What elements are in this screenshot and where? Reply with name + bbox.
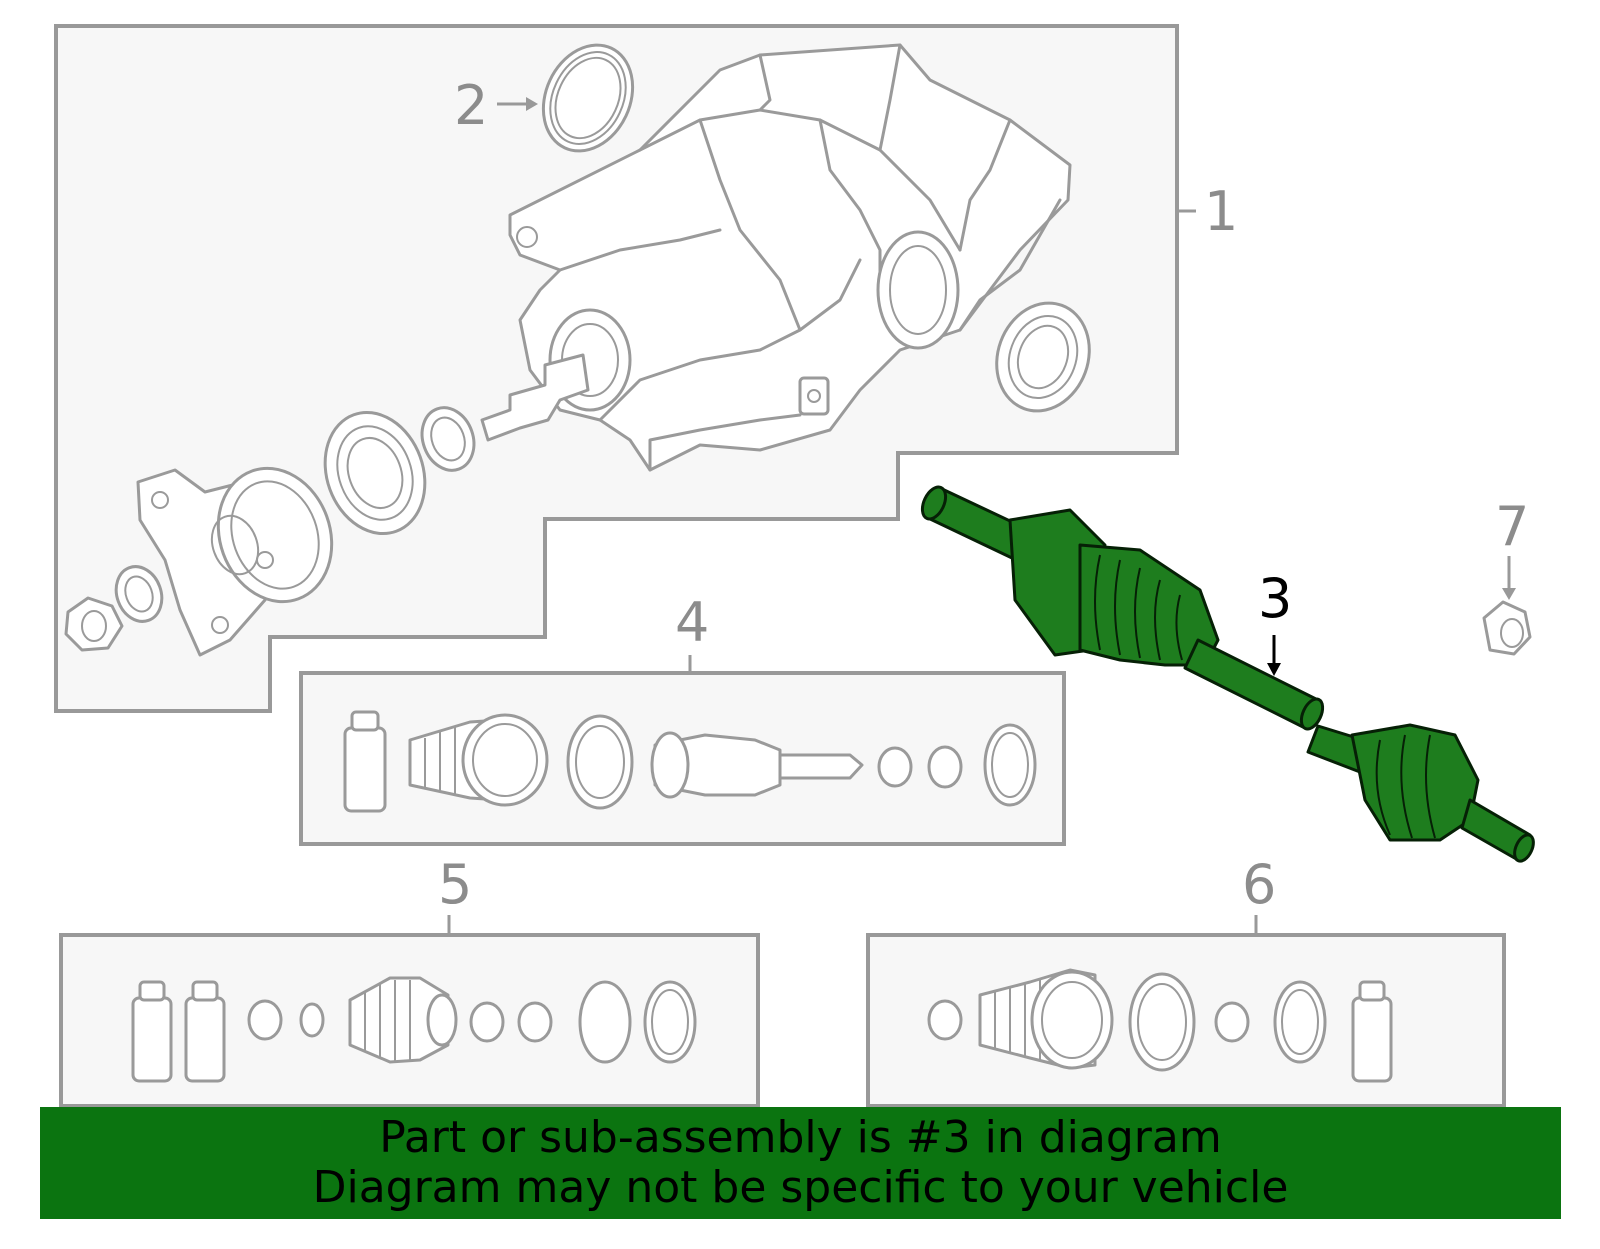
kit-6-components-illustration <box>927 968 1393 1083</box>
pinion-seal-illustration <box>323 406 476 536</box>
differential-housing-illustration <box>480 43 1072 472</box>
nut-7-illustration <box>1482 600 1532 656</box>
callout-3[interactable]: 3 <box>1258 567 1292 630</box>
axle-shaft-3-highlighted[interactable] <box>918 483 1537 864</box>
seal-2-illustration <box>541 43 635 153</box>
callout-2[interactable]: 2 <box>454 74 488 137</box>
notice-banner: Part or sub-assembly is #3 in diagram Di… <box>40 1107 1561 1219</box>
banner-line-1: Part or sub-assembly is #3 in diagram <box>379 1112 1222 1163</box>
callout-4[interactable]: 4 <box>675 591 709 654</box>
kit-4-components-illustration <box>343 710 1037 813</box>
callout-7[interactable]: 7 <box>1495 495 1529 558</box>
companion-flange-illustration <box>136 466 334 657</box>
callout-1[interactable]: 1 <box>1204 180 1238 243</box>
nut-washer-illustration <box>64 565 164 652</box>
kit-5-components-illustration <box>131 976 697 1083</box>
banner-line-2: Diagram may not be specific to your vehi… <box>312 1162 1289 1213</box>
callout-5[interactable]: 5 <box>438 853 472 916</box>
side-seal-illustration <box>995 301 1091 413</box>
callout-6[interactable]: 6 <box>1242 853 1276 916</box>
